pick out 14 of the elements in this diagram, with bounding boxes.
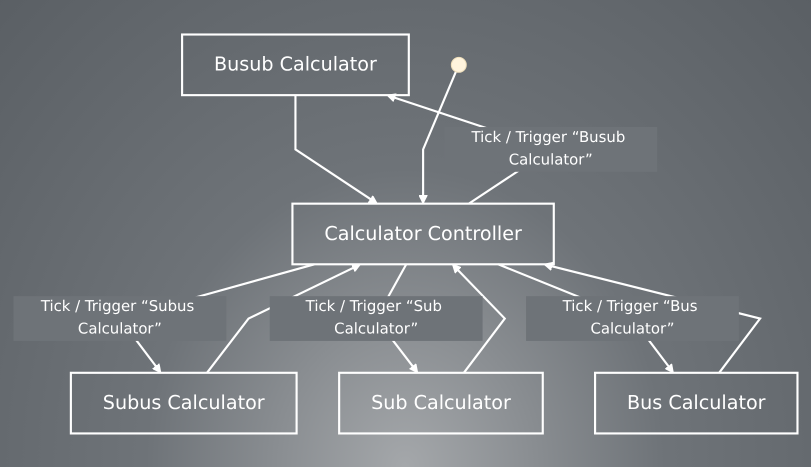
edge-label: Tick / Trigger “Bus Calculator” — [562, 298, 698, 338]
arrow — [418, 70, 457, 204]
node-box — [291, 202, 555, 265]
node-box — [181, 32, 410, 96]
node-box — [70, 371, 298, 434]
node-box — [338, 371, 544, 434]
node-circle — [450, 56, 467, 72]
node-box — [594, 371, 799, 434]
edge-label: Tick / Trigger “Sub Calculator” — [306, 298, 442, 338]
arrow — [294, 94, 378, 204]
arrow — [452, 263, 506, 373]
edge-label: Tick / Trigger “Busub Calculator” — [472, 128, 626, 168]
edge-label: Tick / Trigger “Subus Calculator” — [40, 298, 194, 338]
flowchart: Tick / Trigger “Busub Calculator” Tick / Trigger “Subus Calculator” Tick / Trigger “Sub Calculator” Tick / Trigger “Bus Calculator” Busub Calculator Subus Calculator Calculator Controller Sub Calculator Bus Calculator — [5, 26, 806, 442]
